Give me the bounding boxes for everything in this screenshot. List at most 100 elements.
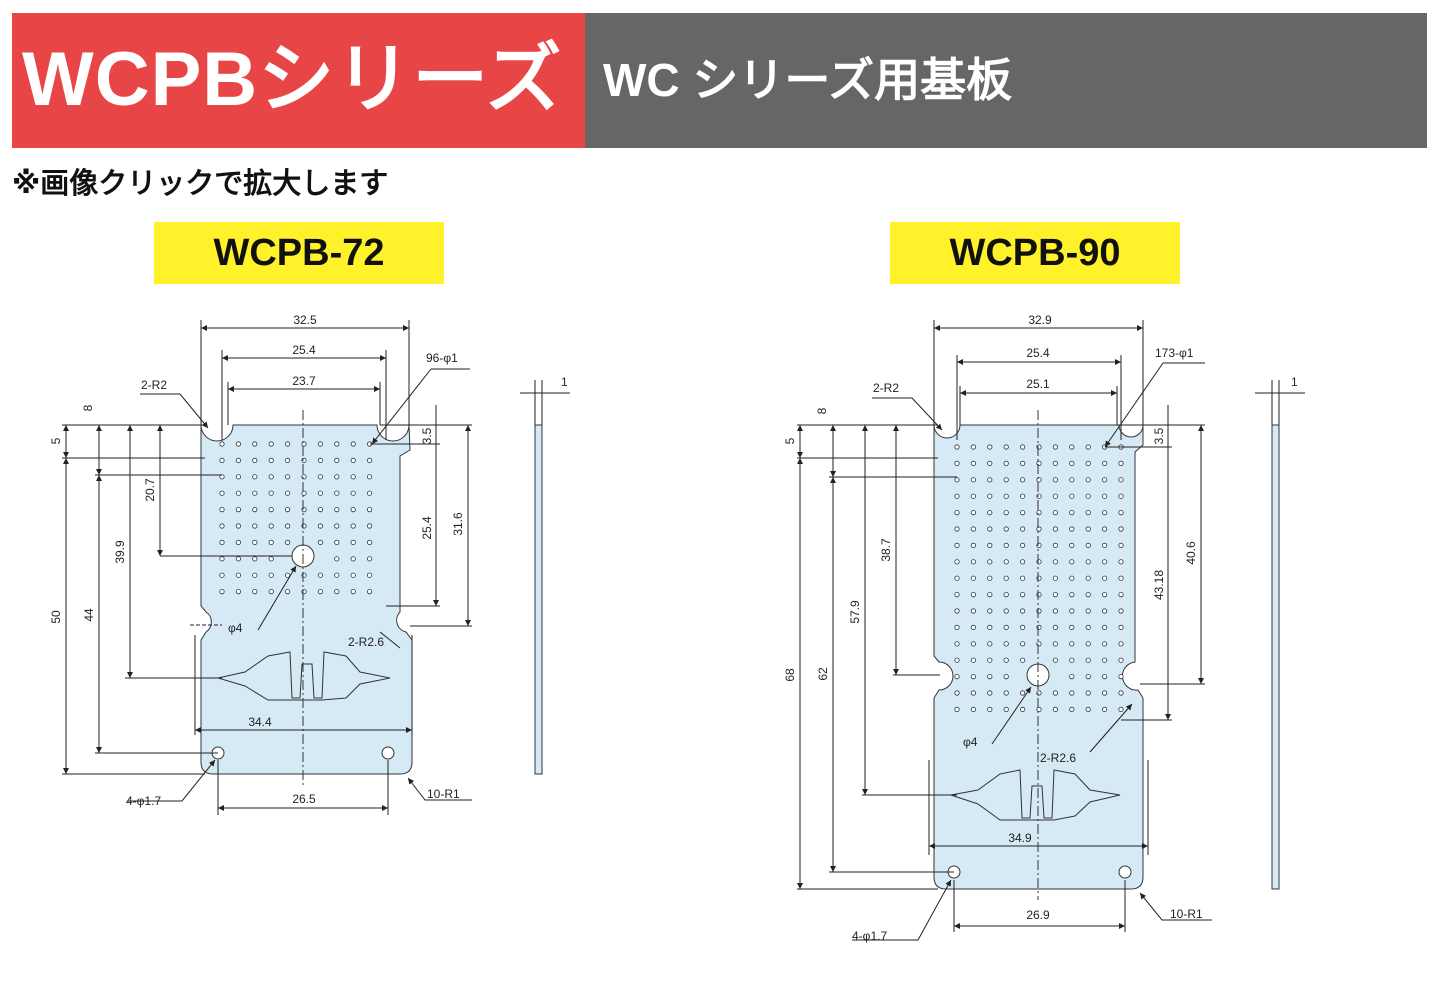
pcb-hole bbox=[1102, 608, 1108, 614]
pcb-hole bbox=[1019, 460, 1026, 466]
pcb-hole bbox=[301, 490, 307, 496]
pcb-hole bbox=[317, 588, 323, 595]
pcb-hole bbox=[1118, 460, 1124, 466]
pcb-hole bbox=[1019, 509, 1026, 516]
pcb-hole bbox=[1069, 608, 1075, 614]
pcb-hole bbox=[1102, 641, 1108, 647]
dim-72-width-total: 32.5 bbox=[293, 313, 317, 327]
pcb-hole bbox=[954, 706, 960, 713]
pcb-hole bbox=[1102, 559, 1108, 565]
pcb-hole bbox=[1118, 673, 1124, 680]
pcb-hole bbox=[268, 457, 274, 463]
dim-72-width-lower: 34.4 bbox=[248, 715, 272, 729]
pcb-hole bbox=[284, 490, 291, 496]
pcb-hole bbox=[1052, 444, 1059, 450]
pcb-hole bbox=[252, 572, 258, 578]
pcb-hole bbox=[334, 474, 340, 480]
pcb-hole bbox=[1036, 460, 1042, 466]
pcb-hole bbox=[1102, 690, 1108, 696]
dim-90-h-68: 68 bbox=[783, 668, 797, 682]
pcb-hole bbox=[235, 539, 241, 546]
pcb-hole bbox=[252, 490, 258, 496]
pcb-hole bbox=[1052, 591, 1059, 598]
pcb-hole bbox=[1069, 641, 1075, 647]
pcb-hole bbox=[1118, 526, 1124, 532]
dim-72-center-hole: φ4 bbox=[228, 621, 243, 635]
pcb-hole bbox=[350, 506, 356, 513]
model-label-wcpb-72: WCPB-72 bbox=[154, 222, 444, 284]
pcb-hole bbox=[1052, 493, 1059, 499]
dim-72-hole-span: 23.7 bbox=[292, 374, 316, 388]
spring-contact-90 bbox=[950, 769, 1121, 821]
pcb-hole bbox=[1102, 575, 1108, 581]
pcb-hole bbox=[954, 509, 960, 516]
pcb-hole bbox=[1036, 509, 1042, 516]
pcb-hole bbox=[1102, 542, 1108, 549]
pcb-hole bbox=[954, 493, 960, 499]
pcb-hole bbox=[1036, 526, 1042, 532]
pcb-hole bbox=[1052, 690, 1059, 696]
pcb-hole bbox=[1085, 657, 1091, 663]
pcb-hole bbox=[1069, 657, 1075, 663]
pcb-hole bbox=[235, 523, 241, 529]
mount-hole-90-br bbox=[1118, 865, 1132, 879]
dim-90-center-hole: φ4 bbox=[963, 735, 978, 749]
pcb-hole bbox=[1102, 477, 1108, 483]
pcb-hole bbox=[1003, 657, 1009, 663]
pcb-hole bbox=[284, 441, 291, 447]
pcb-hole bbox=[235, 556, 241, 562]
spring-contact-72 bbox=[216, 651, 391, 701]
dim-90-thickness: 1 bbox=[1291, 375, 1298, 389]
pcb-hole bbox=[1118, 575, 1124, 581]
pcb-hole bbox=[334, 539, 340, 546]
pcb-hole bbox=[954, 608, 960, 614]
dim-72-corner-r: 10-R1 bbox=[427, 787, 460, 801]
pcb-hole bbox=[252, 474, 258, 480]
board-outline-72 bbox=[200, 424, 413, 775]
pcb-hole bbox=[1085, 673, 1091, 680]
dim-72-h-20-7: 20.7 bbox=[143, 478, 157, 502]
pcb-hole bbox=[1085, 706, 1091, 713]
pcb-hole bbox=[970, 591, 977, 598]
pcb-hole bbox=[970, 444, 977, 450]
pcb-hole bbox=[1036, 608, 1042, 614]
pcb-hole bbox=[1036, 624, 1042, 631]
dim-90-holes: 173-φ1 bbox=[1155, 346, 1194, 360]
dim-72-h-44: 44 bbox=[82, 608, 96, 622]
pcb-hole bbox=[268, 556, 274, 562]
pcb-hole bbox=[1085, 460, 1091, 466]
pcb-hole bbox=[1118, 624, 1124, 631]
dim-90-width-total: 32.9 bbox=[1028, 313, 1052, 327]
pcb-hole bbox=[317, 474, 323, 480]
pcb-hole bbox=[1069, 477, 1075, 483]
pcb-hole bbox=[350, 441, 356, 447]
pcb-hole bbox=[1036, 559, 1042, 565]
pcb-hole bbox=[1036, 444, 1042, 450]
pcb-hole bbox=[1118, 641, 1124, 647]
pcb-hole bbox=[1003, 542, 1009, 549]
pcb-hole bbox=[235, 490, 241, 496]
pcb-hole bbox=[219, 490, 225, 496]
pcb-hole bbox=[366, 588, 373, 595]
pcb-hole bbox=[1036, 706, 1042, 713]
pcb-hole bbox=[1019, 608, 1026, 614]
pcb-hole bbox=[268, 588, 274, 595]
pcb-hole bbox=[284, 572, 291, 578]
pcb-hole bbox=[1019, 542, 1026, 549]
pcb-hole bbox=[987, 477, 993, 483]
pcb-hole bbox=[1003, 706, 1009, 713]
pcb-hole bbox=[301, 441, 307, 447]
pcb-hole bbox=[366, 556, 373, 562]
side-view-90 bbox=[1271, 424, 1280, 890]
pcb-hole bbox=[1003, 591, 1009, 598]
pcb-hole bbox=[987, 575, 993, 581]
pcb-hole bbox=[1102, 509, 1108, 516]
pcb-hole bbox=[1052, 526, 1059, 532]
pcb-hole bbox=[1036, 641, 1042, 647]
drawing-wcpb-90: 32.9 25.4 25.1 173-φ1 2-R2 5 8 38.7 57.9… bbox=[783, 313, 1305, 943]
pcb-hole bbox=[954, 526, 960, 532]
pcb-hole bbox=[350, 474, 356, 480]
zoom-note: ※画像クリックで拡大します bbox=[12, 168, 389, 200]
pcb-hole bbox=[987, 608, 993, 614]
pcb-hole bbox=[1118, 706, 1124, 713]
